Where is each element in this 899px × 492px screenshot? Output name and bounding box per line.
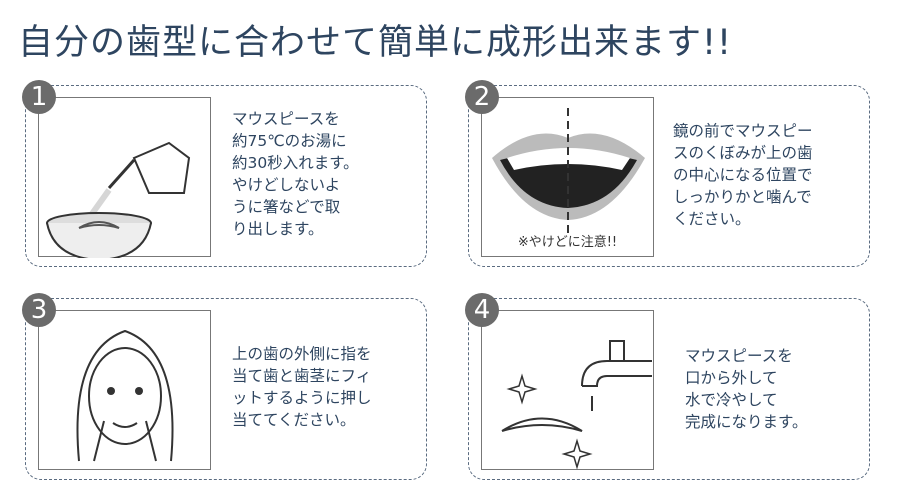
faucet-mouthpiece-icon (501, 340, 652, 470)
mouth-teeth-icon (492, 108, 645, 238)
step-number-badge: 2 (465, 80, 499, 114)
step-4-text: マウスピースを 口から外して 水で冷やして 完成になります。 (685, 347, 808, 431)
step-1-panel: 1 マウスピースを 約75℃のお湯に 約30秒入れます。 やけどしないよ うに箸… (22, 80, 427, 267)
step-4-illustration (481, 310, 654, 470)
step-2-text: 鏡の前でマウスピー スのくぼみが上の歯 の中心になる位置で しっかりかと噛んで … (673, 122, 813, 228)
face-pressing-icon (76, 329, 174, 462)
step-3-text: 上の歯の外側に指を 当て歯と歯茎にフィ ットするように押し 当ててください。 (232, 345, 372, 429)
step-number-badge: 4 (465, 293, 499, 327)
burn-warning: ※やけどに注意!! (517, 235, 618, 250)
page-title: 自分の歯型に合わせて簡単に成形出来ます!! (18, 23, 733, 63)
step-3-panel: 3 上の歯の外側に指を 当て歯と歯茎にフィ ットするように押し 当ててください。 (22, 293, 427, 480)
step-number-badge: 3 (22, 293, 56, 327)
step-1-text: マウスピースを 約75℃のお湯に 約30秒入れます。 やけどしないよ うに箸など… (232, 110, 359, 238)
step-3-illustration (38, 310, 211, 470)
step-number-badge: 1 (22, 80, 56, 114)
step-1-illustration (38, 97, 211, 258)
step-2-illustration: ※やけどに注意!! (481, 97, 654, 257)
kettle-bowl-icon (46, 141, 191, 258)
step-4-panel: 4 マウスピースを 口から外して 水で冷やして 完成になります。 (465, 293, 870, 480)
step-2-panel: ※やけどに注意!! 2 鏡の前でマウスピー スのくぼみが上の歯 の中心になる位置… (465, 80, 870, 267)
